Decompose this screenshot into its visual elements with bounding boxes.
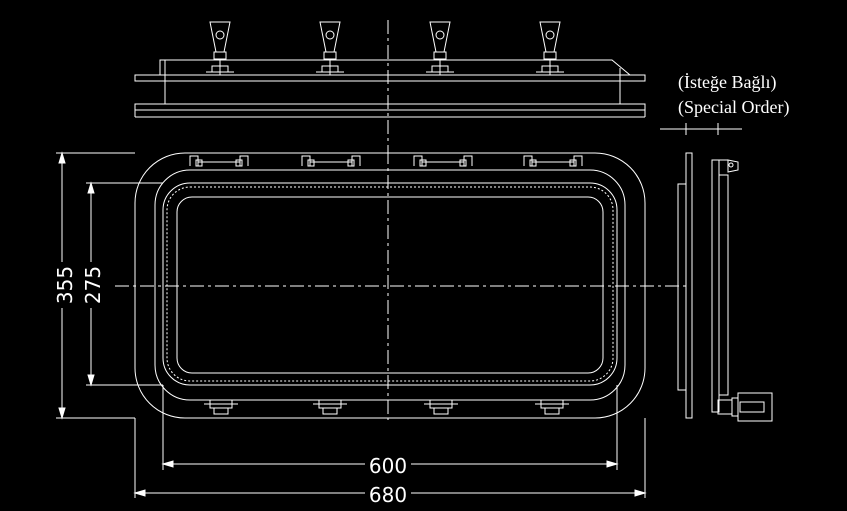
t-handle-clamp bbox=[206, 21, 234, 75]
dimension-lines bbox=[56, 151, 647, 498]
front-view bbox=[115, 150, 690, 420]
dim-label-outer-height: 355 bbox=[53, 266, 77, 304]
special-order-note: (İsteğe Bağlı) (Special Order) bbox=[678, 72, 789, 118]
note-line-turkish: (İsteğe Bağlı) bbox=[678, 72, 776, 93]
front-view-clamps bbox=[204, 399, 569, 415]
top-view-clamps bbox=[206, 21, 564, 75]
hinge-lug bbox=[301, 155, 361, 167]
dimension-labels: 355 275 600 680 bbox=[48, 262, 411, 507]
hinge-lug bbox=[189, 155, 249, 167]
note-line-english: (Special Order) bbox=[678, 97, 789, 118]
top-view bbox=[134, 20, 646, 150]
side-view bbox=[660, 123, 773, 422]
bottom-clamp bbox=[313, 399, 347, 415]
dim-label-inner-height: 275 bbox=[81, 266, 105, 304]
t-handle-clamp bbox=[426, 21, 454, 75]
bottom-clamp bbox=[535, 399, 569, 415]
t-handle-clamp bbox=[536, 21, 564, 75]
side-clamp bbox=[717, 392, 773, 422]
front-view-hinges bbox=[189, 155, 583, 167]
glass-pane bbox=[176, 196, 604, 374]
dim-label-inner-width: 600 bbox=[369, 454, 407, 478]
hinge-lug bbox=[523, 155, 583, 167]
hinge-lug bbox=[413, 155, 473, 167]
bottom-clamp bbox=[424, 399, 458, 415]
dim-label-outer-width: 680 bbox=[369, 483, 407, 507]
t-handle-clamp bbox=[316, 21, 344, 75]
bottom-clamp bbox=[204, 399, 238, 415]
